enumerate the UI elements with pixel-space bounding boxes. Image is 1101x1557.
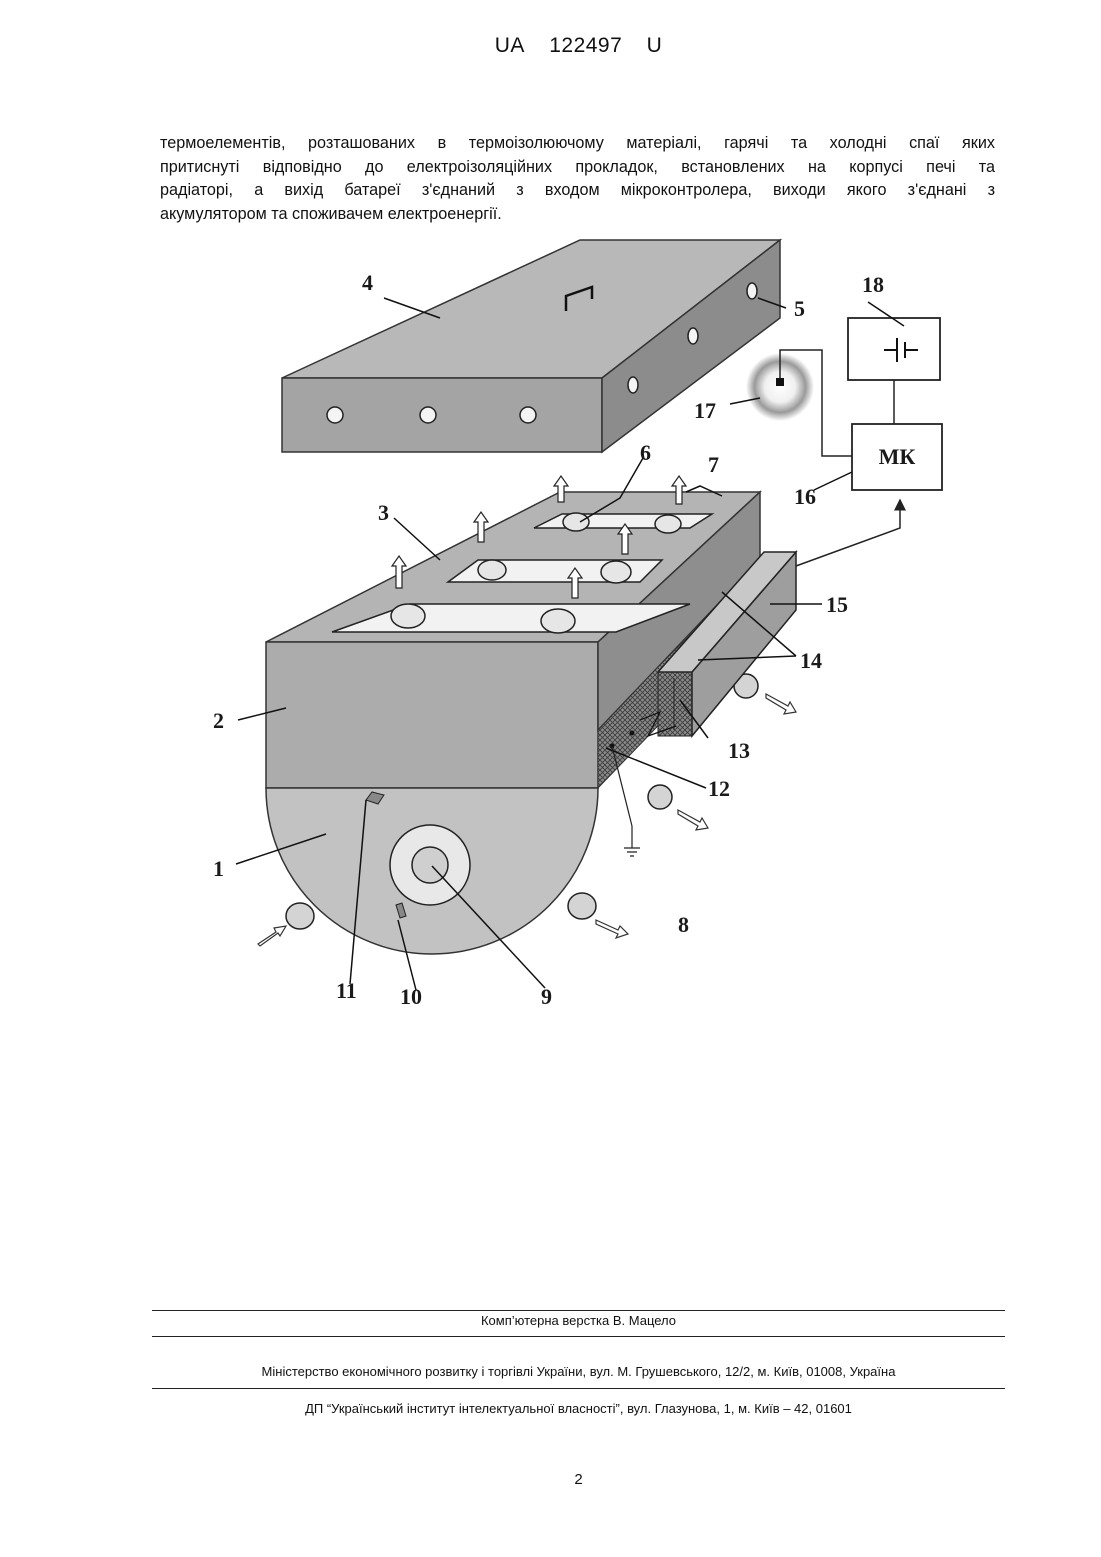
ministry-address: Міністерство економічного розвитку і тор… <box>152 1364 1005 1379</box>
label-9: 9 <box>541 984 552 1009</box>
label-13: 13 <box>728 738 750 763</box>
label-6: 6 <box>640 440 651 465</box>
footer-rule-bottom <box>152 1388 1005 1389</box>
label-4: 4 <box>362 270 373 295</box>
mk-label: МК <box>879 444 916 469</box>
label-15: 15 <box>826 592 848 617</box>
control-circuit: МК <box>746 318 942 566</box>
layout-credit: Комп’ютерна верстка В. Мацело <box>152 1313 1005 1328</box>
label-3: 3 <box>378 500 389 525</box>
label-12: 12 <box>708 776 730 801</box>
label-14: 14 <box>800 648 822 673</box>
label-10: 10 <box>400 984 422 1009</box>
label-18: 18 <box>862 272 884 297</box>
label-17: 17 <box>694 398 716 423</box>
label-8: 8 <box>678 912 689 937</box>
label-11: 11 <box>336 978 357 1003</box>
footer-rule-top <box>152 1310 1005 1311</box>
footer-rule-middle <box>152 1336 1005 1337</box>
label-5: 5 <box>794 296 805 321</box>
patent-figure: МК 4 5 18 17 6 7 16 3 15 14 2 13 <box>0 0 1101 1060</box>
institute-address: ДП “Український інститут інтелектуальної… <box>152 1401 1005 1416</box>
label-2: 2 <box>213 708 224 733</box>
label-7: 7 <box>708 452 719 477</box>
page-number: 2 <box>0 1471 1101 1488</box>
label-16: 16 <box>794 484 816 509</box>
label-1: 1 <box>213 856 224 881</box>
